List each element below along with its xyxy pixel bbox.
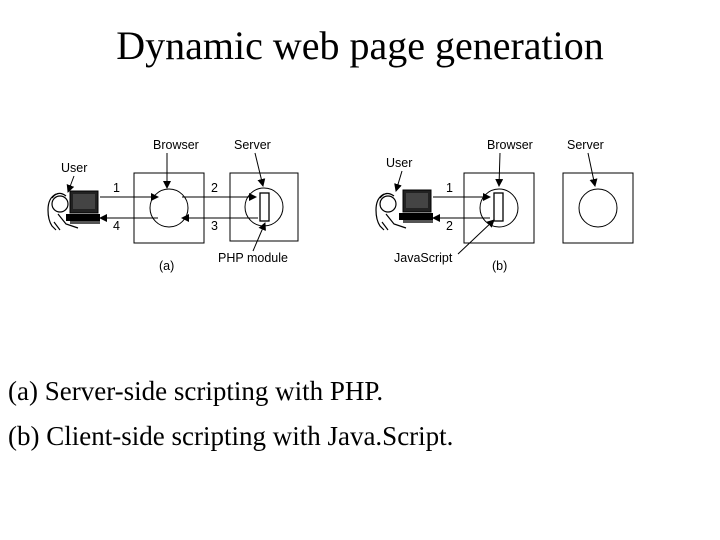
javascript-pointer	[457, 219, 495, 255]
arrow-2-label-a: 2	[211, 181, 218, 195]
figure-b-label: (b)	[492, 259, 507, 273]
php-module-box	[259, 192, 270, 222]
figure-b: User Browser Server 1 2 JavaScript (b)	[375, 138, 634, 273]
user-label-b: User	[386, 156, 412, 170]
server-label-b: Server	[567, 138, 604, 152]
arrow-4-label-a: 4	[113, 219, 120, 233]
user-figure-a	[47, 192, 79, 231]
figure-a: User Browser Server 1 2 3 4 PHP module (…	[47, 138, 299, 273]
user-pointer-a	[66, 175, 75, 193]
php-module-pointer	[252, 222, 266, 252]
user-pointer-b	[394, 170, 403, 192]
javascript-label: JavaScript	[394, 251, 453, 265]
javascript-box	[493, 192, 504, 222]
server-circle-b	[578, 188, 618, 228]
slide-title: Dynamic web page generation	[116, 23, 604, 68]
caption-b: (b) Client-side scripting with Java.Scri…	[8, 421, 454, 451]
server-label-a: Server	[234, 138, 271, 152]
server-pointer-b	[587, 152, 598, 187]
user-label-a: User	[61, 161, 87, 175]
browser-pointer-b	[495, 152, 504, 187]
browser-label-b: Browser	[487, 138, 533, 152]
arrow-3-label-a: 3	[211, 219, 218, 233]
server-pointer-a	[254, 152, 266, 187]
arrow-1-label-b: 1	[446, 181, 453, 195]
user-figure-b	[375, 192, 407, 231]
computer-b	[399, 189, 433, 223]
browser-circle-a	[149, 188, 189, 228]
caption-a: (a) Server-side scripting with PHP.	[8, 376, 384, 406]
arrow-2-label-b: 2	[446, 219, 453, 233]
computer-a	[66, 190, 100, 224]
arrow-1-label-a: 1	[113, 181, 120, 195]
browser-label-a: Browser	[153, 138, 199, 152]
figure-a-label: (a)	[159, 259, 174, 273]
php-module-label: PHP module	[218, 251, 288, 265]
